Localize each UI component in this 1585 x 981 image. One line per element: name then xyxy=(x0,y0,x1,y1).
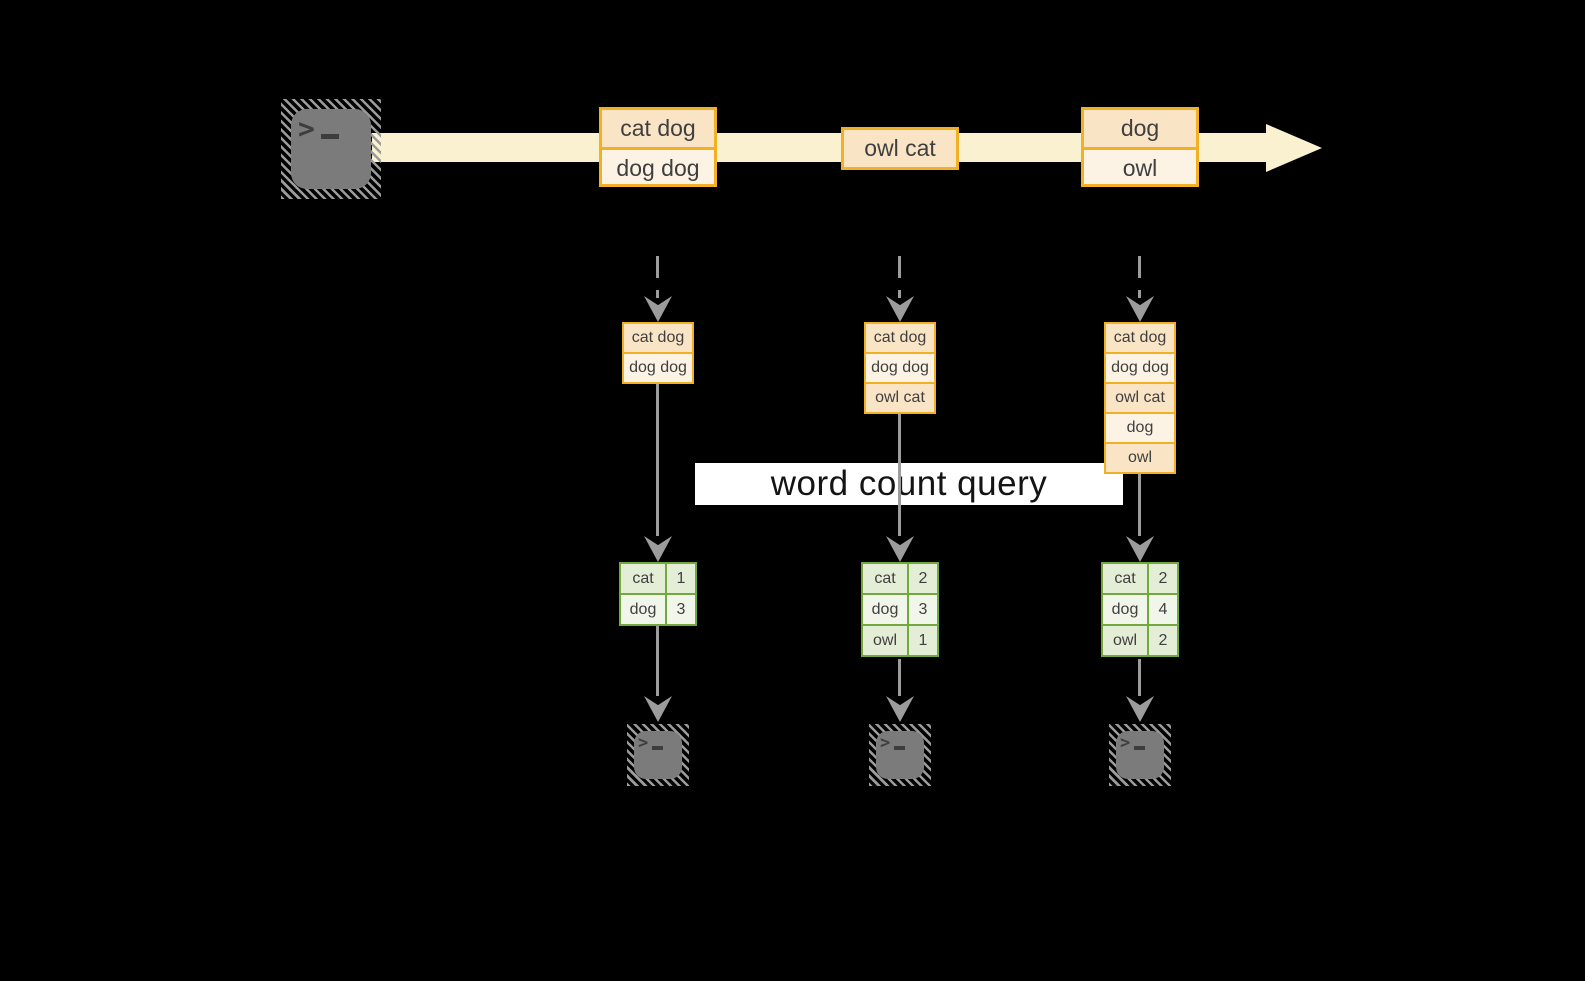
connector-line xyxy=(898,414,901,536)
state-row: dog dog xyxy=(864,352,936,384)
terminal-prompt-icon: > xyxy=(298,115,339,143)
count-cell: 1 xyxy=(667,564,695,593)
state-row: dog dog xyxy=(1104,352,1176,384)
query-label-box: word count query xyxy=(695,463,1123,505)
arrowhead-icon xyxy=(886,296,914,322)
prompt-chevron-icon: > xyxy=(298,112,315,145)
sink-terminal-icon: > xyxy=(869,724,931,786)
state-row: owl xyxy=(1104,442,1176,474)
arrowhead-icon xyxy=(1126,696,1154,722)
connector-line xyxy=(656,384,659,536)
arrowhead-icon xyxy=(886,536,914,562)
connector-line xyxy=(898,659,901,696)
query-label: word count query xyxy=(770,464,1048,503)
word-cell: dog xyxy=(1103,595,1147,624)
connector-line xyxy=(656,626,659,696)
sink-terminal-icon: > xyxy=(1109,724,1171,786)
stream-event-line: dog dog xyxy=(602,147,714,184)
prompt-underscore-icon xyxy=(652,746,664,750)
word-cell: dog xyxy=(621,595,665,624)
arrowhead-icon xyxy=(644,696,672,722)
word-cell: dog xyxy=(863,595,907,624)
terminal-prompt-icon: > xyxy=(638,733,664,753)
prompt-chevron-icon: > xyxy=(1120,733,1131,753)
terminal-icon xyxy=(634,731,682,779)
word-cell: owl xyxy=(863,626,907,655)
prompt-chevron-icon: > xyxy=(638,733,649,753)
source-terminal-icon: > xyxy=(281,99,381,199)
count-cell: 3 xyxy=(909,595,937,624)
count-cell: 2 xyxy=(1149,626,1177,655)
arrowhead-icon xyxy=(1126,536,1154,562)
terminal-icon xyxy=(291,109,371,189)
arrowhead-icon xyxy=(644,296,672,322)
dashed-arrow xyxy=(656,256,659,298)
state-row: cat dog xyxy=(864,322,936,354)
dashed-arrow xyxy=(898,256,901,298)
count-cell: 3 xyxy=(667,595,695,624)
count-cell: 2 xyxy=(909,564,937,593)
stream-event-line: owl xyxy=(1084,147,1196,184)
stream-event-line: owl cat xyxy=(844,130,956,167)
terminal-prompt-icon: > xyxy=(880,733,906,753)
connector-line xyxy=(1138,474,1141,536)
prompt-underscore-icon xyxy=(1134,746,1146,750)
state-row: cat dog xyxy=(622,322,694,354)
stream-event-line: dog xyxy=(1084,110,1196,147)
state-row: dog dog xyxy=(622,352,694,384)
word-cell: cat xyxy=(863,564,907,593)
word-cell: owl xyxy=(1103,626,1147,655)
connector-line xyxy=(1138,659,1141,696)
arrowhead-icon xyxy=(886,696,914,722)
arrowhead-icon xyxy=(1126,296,1154,322)
state-row: dog xyxy=(1104,412,1176,444)
state-row: owl cat xyxy=(1104,382,1176,414)
arrowhead-icon xyxy=(644,536,672,562)
count-cell: 4 xyxy=(1149,595,1177,624)
stream-event-line: cat dog xyxy=(602,110,714,147)
terminal-prompt-icon: > xyxy=(1120,733,1146,753)
stream-event-box: owl cat xyxy=(841,127,959,170)
prompt-underscore-icon xyxy=(320,134,339,139)
word-cell: cat xyxy=(621,564,665,593)
dashed-arrow xyxy=(1138,256,1141,298)
count-cell: 1 xyxy=(909,626,937,655)
prompt-underscore-icon xyxy=(894,746,906,750)
terminal-icon xyxy=(876,731,924,779)
state-row: owl cat xyxy=(864,382,936,414)
terminal-icon xyxy=(1116,731,1164,779)
count-cell: 2 xyxy=(1149,564,1177,593)
prompt-chevron-icon: > xyxy=(880,733,891,753)
state-row: cat dog xyxy=(1104,322,1176,354)
sink-terminal-icon: > xyxy=(627,724,689,786)
stream-arrowhead-icon xyxy=(1266,124,1322,172)
word-cell: cat xyxy=(1103,564,1147,593)
